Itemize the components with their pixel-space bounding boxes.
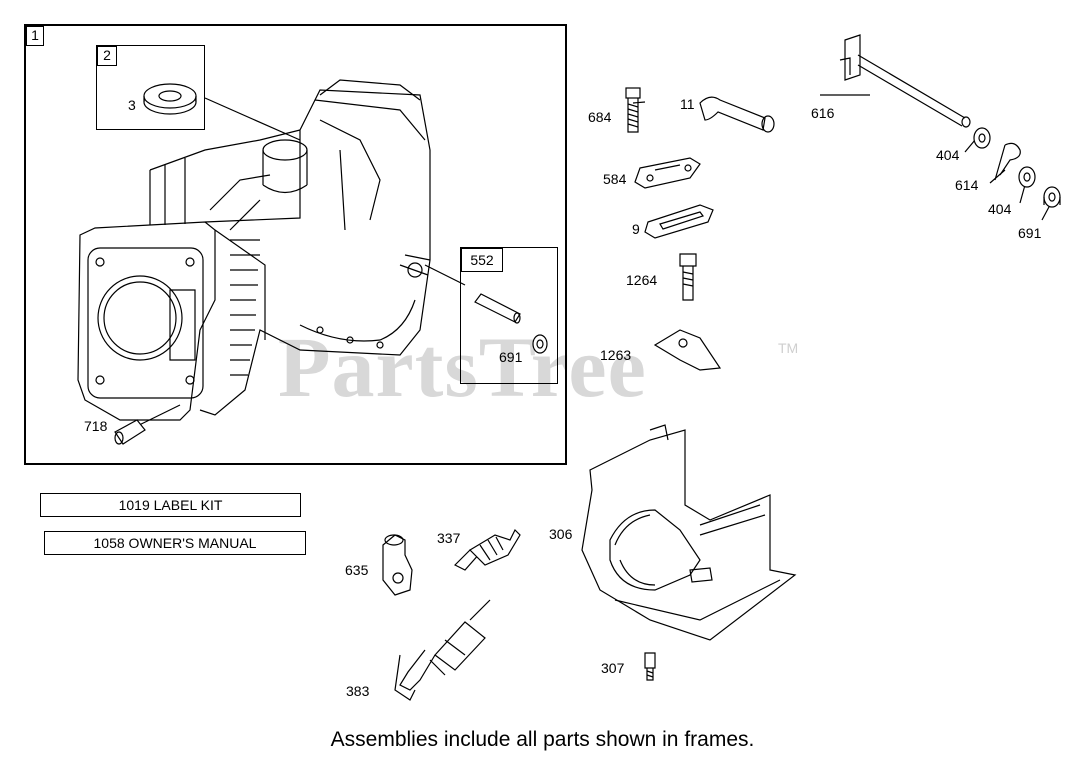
dowel-drawing <box>114 419 146 445</box>
callout-11: 11 <box>680 96 695 112</box>
frame-number-main: 1 <box>26 26 44 46</box>
frame-number-bearing: 2 <box>97 46 117 66</box>
rod-616-drawing <box>839 34 971 128</box>
gasket-9-drawing <box>644 204 714 239</box>
seal-drawing <box>143 83 197 115</box>
spark-plug-337-drawing <box>453 528 521 571</box>
watermark-trademark: TM <box>778 340 799 356</box>
screw-307-drawing <box>644 652 656 681</box>
frame-number-pin-kit: 552 <box>461 248 503 272</box>
callout-dowel: 718 <box>84 418 108 434</box>
callout-691: 691 <box>1018 225 1042 241</box>
clip-614-drawing <box>994 142 1021 181</box>
callout-306: 306 <box>549 526 573 542</box>
callout-635: 635 <box>345 562 369 578</box>
tool-383-drawing <box>394 599 491 701</box>
engine-block-drawing <box>77 79 431 421</box>
bearing-frame <box>96 45 205 130</box>
label-kit-box: 1019 LABEL KIT <box>40 493 301 517</box>
frames-note: Assemblies include all parts shown in fr… <box>330 728 755 751</box>
callout-9: 9 <box>632 221 640 237</box>
nut-691-drawing <box>1043 186 1061 208</box>
watermark-logo: PartsTree <box>278 319 647 415</box>
callout-584: 584 <box>603 171 627 187</box>
callout-seal: 3 <box>128 97 136 113</box>
pin-kit-frame <box>460 247 558 384</box>
callout-383: 383 <box>346 683 370 699</box>
callout-1263: 1263 <box>600 347 632 363</box>
engine-assembly-frame <box>24 24 567 465</box>
screw-684-drawing <box>625 87 641 133</box>
pin-kit-drawing <box>474 293 548 354</box>
owners-manual-box: 1058 OWNER'S MANUAL <box>44 531 306 555</box>
callout-pin-kit-nut: 691 <box>499 349 523 365</box>
plate-584-drawing <box>634 157 701 189</box>
callout-1264: 1264 <box>626 272 658 288</box>
shield-306-drawing <box>581 424 797 641</box>
callout-614: 614 <box>955 177 979 193</box>
tube-11-drawing <box>699 96 775 133</box>
callout-404a: 404 <box>936 147 960 163</box>
callout-616: 616 <box>811 105 835 121</box>
washer-404b-drawing <box>1018 166 1036 188</box>
boot-635-drawing <box>382 534 413 596</box>
callout-684: 684 <box>588 109 612 125</box>
washer-404a-drawing <box>973 127 991 149</box>
callout-404b: 404 <box>988 201 1012 217</box>
bolt-1264-drawing <box>679 253 697 301</box>
callout-307: 307 <box>601 660 625 676</box>
callout-337: 337 <box>437 530 461 546</box>
plate-1263-drawing <box>653 329 722 371</box>
